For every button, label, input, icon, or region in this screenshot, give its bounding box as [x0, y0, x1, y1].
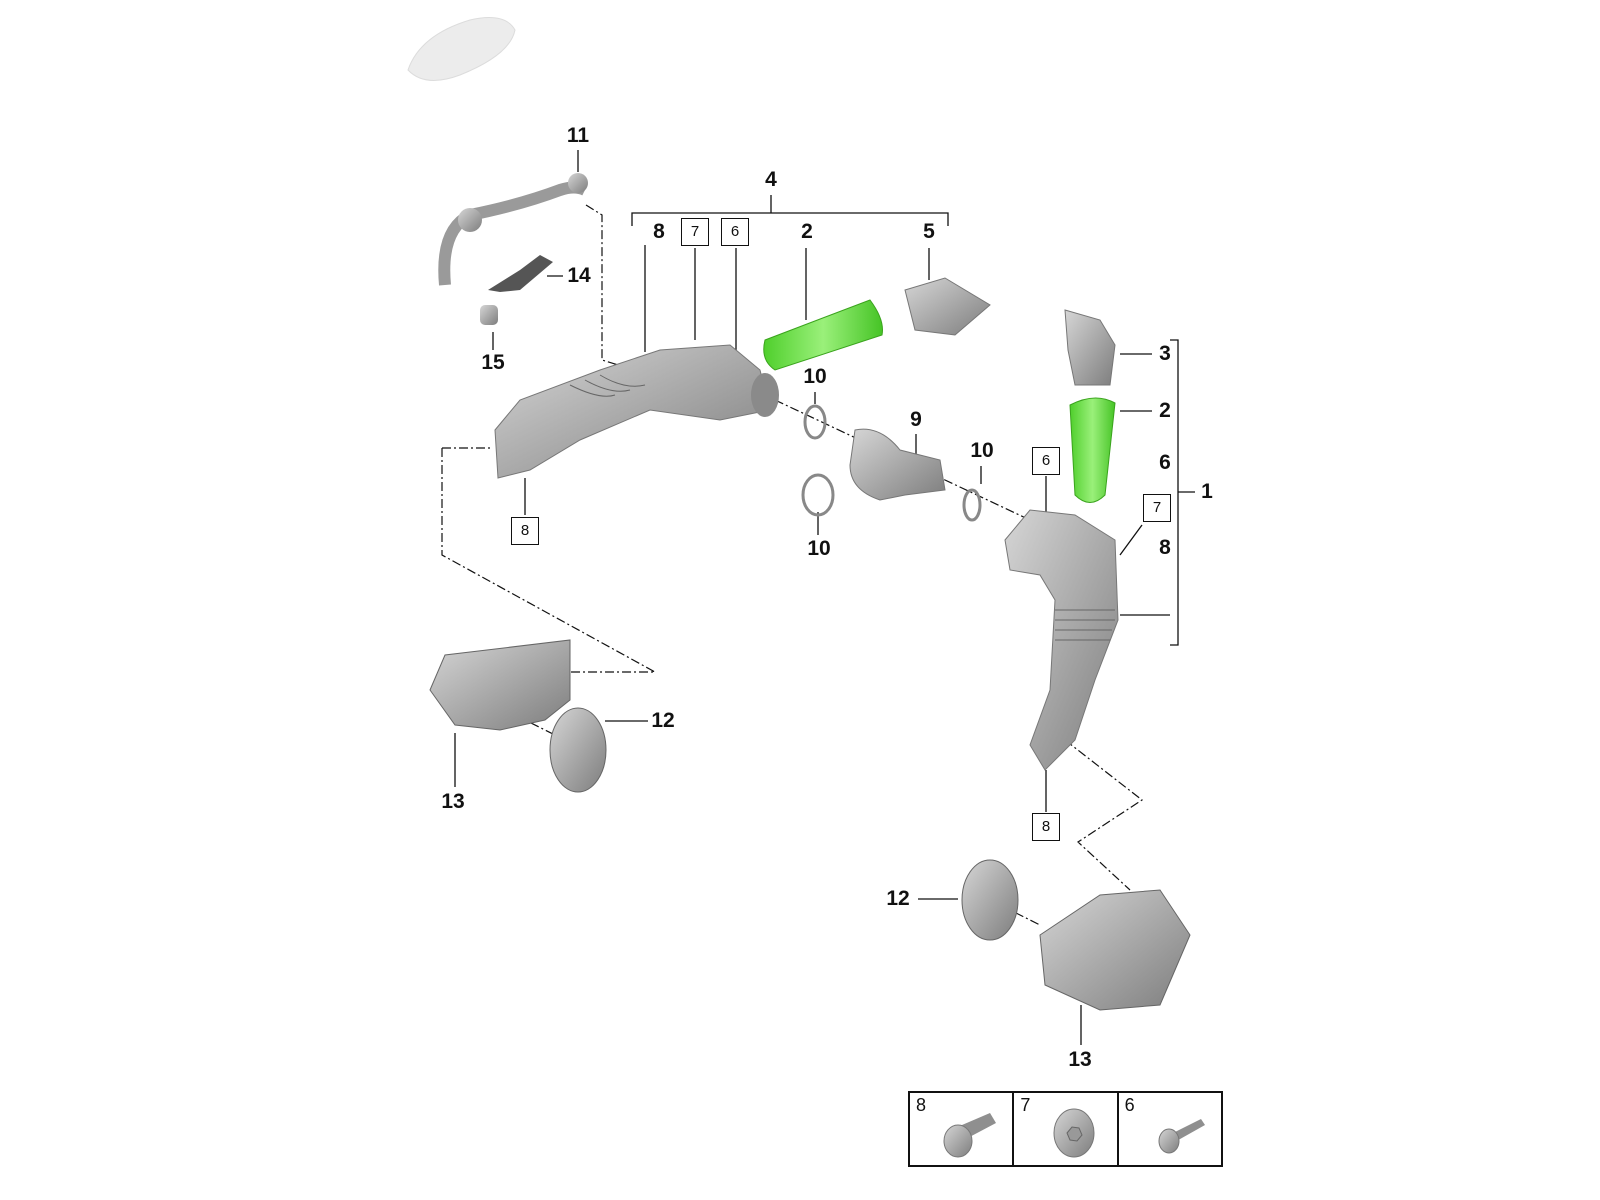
callout-9: 9: [910, 408, 922, 431]
callout-box-8: 8: [1032, 813, 1060, 841]
callout-box-6: 6: [1032, 447, 1060, 475]
callout-box-7: 7: [681, 218, 709, 246]
callout-box-6: 6: [721, 218, 749, 246]
car-thumbnail-icon: [407, 17, 516, 81]
fastener-legend: 8 7 6: [908, 1091, 1223, 1167]
callout-15: 15: [481, 351, 505, 374]
legend-cell-8: 8: [910, 1093, 1015, 1165]
nut-washer-icon: [1053, 1108, 1095, 1158]
legend-cell-6: 6: [1119, 1093, 1221, 1165]
callout-13: 13: [441, 790, 465, 813]
callout-2: 2: [801, 220, 813, 243]
callout-6: 6: [1159, 451, 1171, 474]
callout-8: 8: [653, 220, 665, 243]
legend-number: 7: [1020, 1095, 1031, 1115]
callout-3: 3: [1159, 342, 1171, 365]
callout-10: 10: [807, 537, 831, 560]
callout-box-8: 8: [511, 517, 539, 545]
callout-12: 12: [886, 887, 910, 910]
callout-box-7: 7: [1143, 494, 1171, 522]
callout-11: 11: [566, 124, 590, 147]
legend-cell-7: 7: [1014, 1093, 1119, 1165]
callout-5: 5: [923, 220, 935, 243]
callout-10: 10: [970, 439, 994, 462]
bolt-icon: [1158, 1119, 1205, 1154]
callout-10: 10: [803, 365, 827, 388]
callout-1: 1: [1201, 480, 1213, 503]
legend-number: 6: [1124, 1095, 1135, 1115]
callout-12: 12: [651, 709, 675, 732]
air-filter-highlight: [763, 299, 883, 371]
legend-number: 8: [916, 1095, 927, 1115]
callout-14: 14: [567, 264, 591, 287]
callout-2: 2: [1159, 399, 1171, 422]
air-filter-highlight: [1069, 397, 1116, 503]
bolt-flange-icon: [943, 1113, 996, 1158]
callout-8: 8: [1159, 536, 1171, 559]
callout-4: 4: [765, 168, 777, 191]
callout-13: 13: [1068, 1048, 1092, 1071]
